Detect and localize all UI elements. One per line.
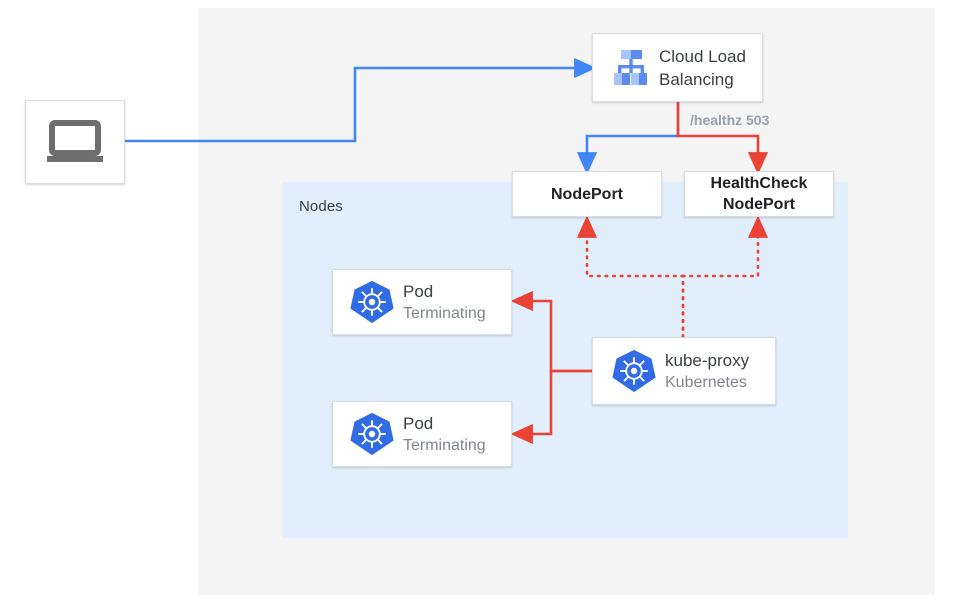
client-node [25, 100, 125, 184]
nodeport-node: NodePort [512, 171, 662, 217]
kubernetes-icon [341, 411, 403, 457]
cloud-load-balancing-icon [603, 48, 659, 88]
pod-2-subtitle: Terminating [403, 436, 486, 454]
cloud-load-balancing-title-line1: Cloud Load [659, 46, 746, 66]
kube-proxy-label: kube-proxy Kubernetes [665, 349, 749, 394]
pod-node-2: Pod Terminating [332, 401, 512, 467]
pod-2-title: Pod [403, 413, 434, 433]
healthcheck-nodeport-label-line1: HealthCheck [710, 175, 808, 192]
pod-1-title: Pod [403, 281, 434, 301]
cloud-load-balancing-title-line2: Balancing [659, 69, 734, 89]
healthcheck-nodeport-node: HealthCheck NodePort [684, 171, 834, 217]
pod-1-label: Pod Terminating [403, 280, 486, 325]
nodeport-label: NodePort [551, 185, 623, 203]
kube-proxy-node: kube-proxy Kubernetes [592, 337, 776, 405]
healthcheck-nodeport-label-line2: NodePort [723, 196, 795, 213]
pod-node-1: Pod Terminating [332, 269, 512, 335]
healthz-edge-label: /healthz 503 [690, 112, 770, 128]
kubernetes-icon [341, 279, 403, 325]
pod-1-subtitle: Terminating [403, 304, 486, 322]
pod-2-label: Pod Terminating [403, 412, 486, 457]
nodes-region-label: Nodes [299, 198, 343, 215]
cloud-load-balancing-node: Cloud Load Balancing [592, 33, 763, 102]
kube-proxy-subtitle: Kubernetes [665, 373, 747, 391]
kube-proxy-title: kube-proxy [665, 350, 750, 370]
laptop-icon [44, 119, 106, 165]
cloud-load-balancing-label: Cloud Load Balancing [659, 45, 746, 91]
kubernetes-icon [603, 348, 665, 394]
